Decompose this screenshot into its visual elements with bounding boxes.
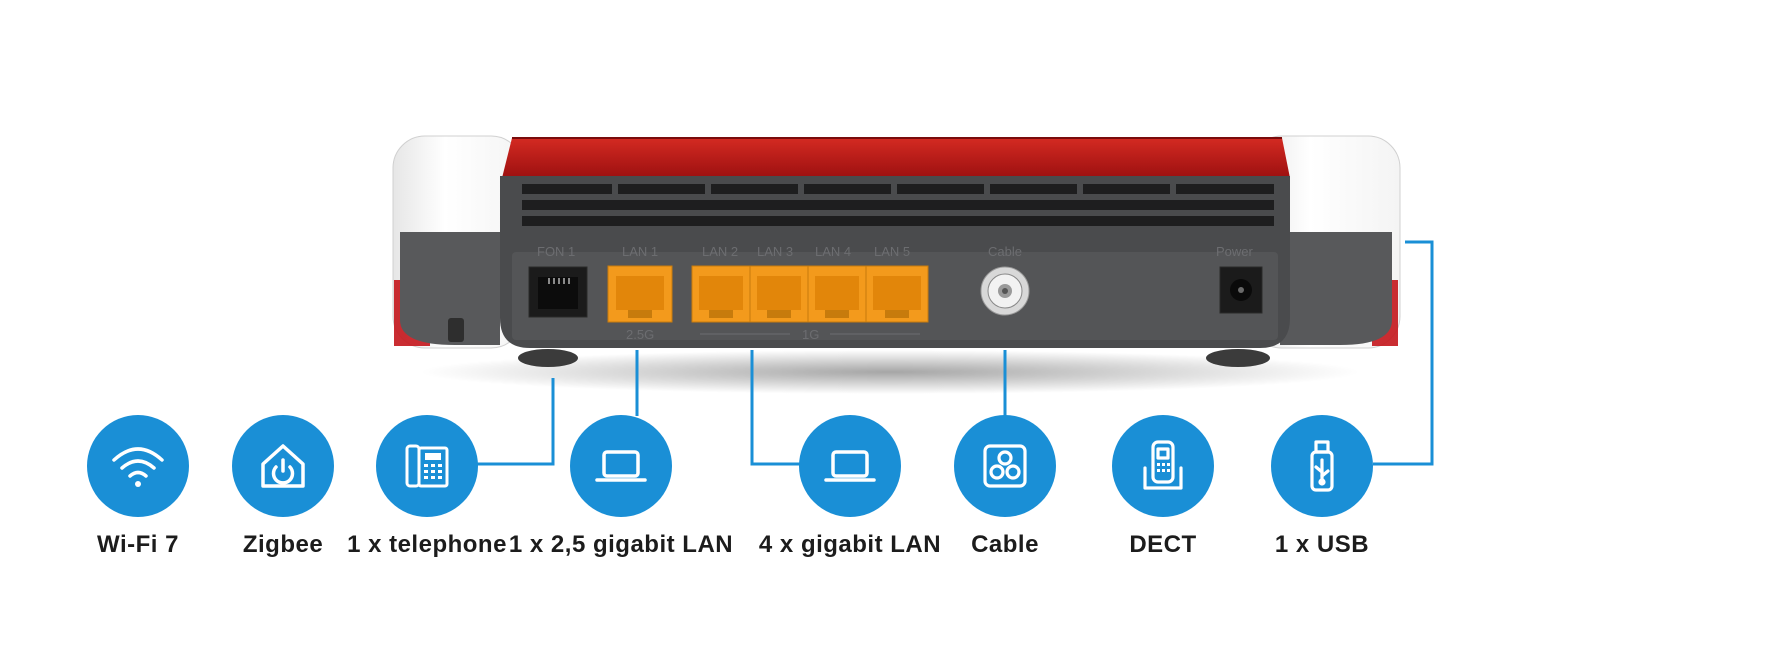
feature-label: DECT [1129, 531, 1197, 558]
feature-label: Zigbee [242, 531, 324, 558]
feature-label: 4 x gigabit LAN [758, 531, 942, 558]
power-port [1219, 266, 1263, 314]
power-port-label: Power [1216, 244, 1254, 259]
dect-phone-icon [1112, 415, 1214, 517]
feature-zigbee: Zigbee [193, 415, 373, 559]
feature-wifi: Wi-Fi 7 [48, 415, 228, 559]
cable-port-label: Cable [988, 244, 1022, 259]
feature-dect: DECT [1073, 415, 1253, 559]
speed-25g-label: 2.5G [626, 327, 654, 342]
feature-cable: Cable [915, 415, 1095, 559]
coax-socket-icon [954, 415, 1056, 517]
smart-home-power-icon [232, 415, 334, 517]
laptop-icon [799, 415, 901, 517]
lan2-port-label: LAN 2 [702, 244, 738, 259]
usb-stick-icon [1271, 415, 1373, 517]
lan3-port-label: LAN 3 [757, 244, 793, 259]
fon-port-label: FON 1 [537, 244, 575, 259]
lan-ports [607, 265, 929, 323]
feature-lan-1g: 4 x gigabit LAN [758, 415, 942, 559]
lan5-port-label: LAN 5 [874, 244, 910, 259]
feature-usb: 1 x USB [1232, 415, 1412, 559]
laptop-icon [570, 415, 672, 517]
telephone-icon [376, 415, 478, 517]
feature-label: Wi-Fi 7 [97, 531, 179, 558]
feature-lan-25g: 1 x 2,5 gigabit LAN [509, 415, 733, 559]
feature-label: 1 x 2,5 gigabit LAN [508, 531, 734, 558]
feature-label: 1 x USB [1274, 531, 1370, 558]
speed-1g-label: 1G [802, 327, 819, 342]
wifi-icon [87, 415, 189, 517]
lan1-port-label: LAN 1 [622, 244, 658, 259]
telephone-port [528, 266, 588, 318]
lan4-port-label: LAN 4 [815, 244, 851, 259]
feature-label: Cable [971, 531, 1039, 558]
coax-port [980, 266, 1030, 316]
feature-label: 1 x telephone [347, 531, 507, 558]
feature-telephone: 1 x telephone [337, 415, 517, 559]
